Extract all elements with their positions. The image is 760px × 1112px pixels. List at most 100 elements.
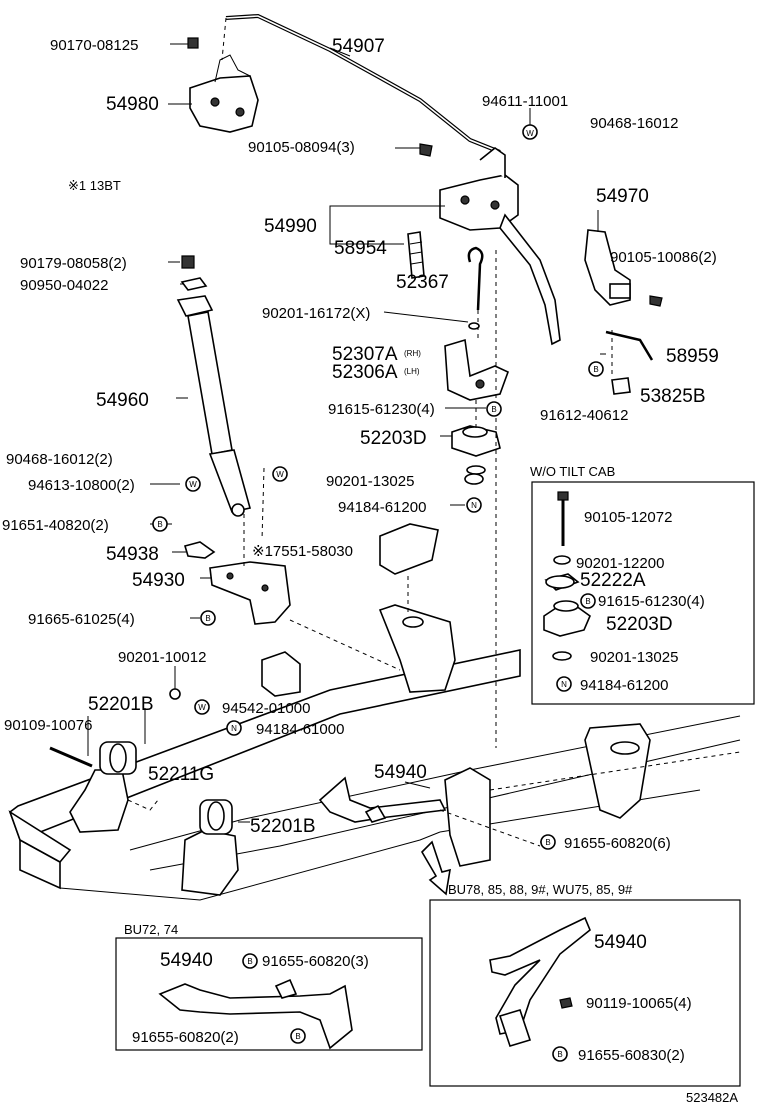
washer-90201a: [468, 322, 480, 330]
bolt-letter-91615: B: [491, 405, 496, 414]
shock-absorber-54960: [176, 295, 251, 517]
bolt-symbol-91651: B: [152, 516, 168, 532]
label-54938: 54938: [106, 544, 159, 565]
bracket-54980: [189, 54, 259, 133]
dashed-guides: [127, 17, 741, 847]
label-52307A: 52307A: [332, 344, 398, 365]
bolt-90109: [49, 746, 93, 768]
plate-90950: [180, 277, 208, 291]
label-54980: 54980: [106, 94, 159, 115]
nut-letter-94184: N: [471, 501, 477, 510]
bracket-54970: [584, 229, 631, 306]
leader-lines: [87, 43, 606, 843]
inset-bu78-title: BU78, 85, 88, 9#, WU75, 85, 9#: [448, 882, 633, 897]
hook-52367: [467, 246, 484, 311]
inset-label-52222A: 52222A: [580, 570, 646, 591]
lock-bracket-54990: [439, 147, 561, 346]
stabilizer-54940: [318, 767, 491, 867]
label-91615a: 91615-61230(4): [328, 401, 435, 418]
inset-wo-tilt-title: W/O TILT CAB: [530, 464, 615, 479]
bolt-symbol-91615: B: [486, 401, 502, 417]
label-94542: 94542-01000: [222, 700, 310, 717]
inset-bu72: BU72, 74 B B 54940 91655-60820(3) 91655-…: [115, 922, 423, 1051]
label-54930: 54930: [132, 570, 185, 591]
label-52211G: 52211G: [148, 764, 214, 785]
bushing-52201B-upper: [99, 741, 137, 775]
label-90109: 90109-10076: [4, 717, 92, 734]
inset-bu72-title: BU72, 74: [124, 922, 178, 937]
bolt-90105b: [649, 295, 663, 307]
label-91651: 91651-40820(2): [2, 517, 109, 534]
label-52306A-sub: (LH): [404, 367, 420, 376]
bracket-52307A: [444, 338, 510, 401]
part-labels: 90170-08125 54907 54980 94611-11001 9046…: [2, 36, 719, 852]
bolt-letter-91665: B: [205, 614, 210, 623]
label-54907: 54907: [332, 36, 385, 57]
bu78-label-54940: 54940: [594, 932, 647, 953]
label-52201Ba: 52201B: [88, 694, 154, 715]
label-54970: 54970: [596, 186, 649, 207]
label-note1: ※1 13BT: [68, 178, 121, 193]
bracket-54930: [209, 561, 291, 625]
label-94611: 94611-11001: [482, 93, 568, 110]
diagram-id: 523482A: [686, 1090, 738, 1105]
bu72-label-91655a: 91655-60820(3): [262, 953, 369, 970]
washer-90201c: [169, 688, 181, 700]
bu72-bolt-letter-a: B: [247, 957, 252, 966]
link-58959: [605, 330, 654, 395]
washer-symbol-right: W: [272, 466, 288, 482]
bu72-bolt-letter-b: B: [295, 1032, 300, 1041]
label-94613: 94613-10800(2): [28, 477, 135, 494]
chassis-frame: [8, 604, 741, 901]
label-54990: 54990: [264, 216, 317, 237]
bu78-label-90119: 90119-10065(4): [586, 995, 692, 1012]
shield-17551: [379, 523, 439, 575]
label-90170: 90170-08125: [50, 37, 138, 54]
washer-letter: W: [526, 129, 534, 138]
washer-letter-right: W: [276, 470, 284, 479]
bolt-symbol-91655a: B: [540, 834, 556, 850]
washer-symbol-94611: W: [522, 124, 538, 140]
washer-90201b: [464, 473, 484, 485]
label-90201a: 90201-16172(X): [262, 305, 370, 322]
label-90950: 90950-04022: [20, 277, 108, 294]
bu72-label-91655b: 91655-60820(2): [132, 1029, 239, 1046]
label-90468b: 90468-16012(2): [6, 451, 113, 468]
bolt-symbol-91665: B: [200, 610, 216, 626]
label-90105b: 90105-10086(2): [610, 249, 717, 266]
label-90468a: 90468-16012: [590, 115, 678, 132]
nut-90170: [187, 37, 199, 49]
bushing-52201B-lower: [199, 799, 233, 835]
label-94184b: 94184-61000: [256, 721, 344, 738]
label-90105a: 90105-08094(3): [248, 139, 355, 156]
label-94184a: 94184-61200: [338, 499, 426, 516]
bolt-symbol-91612: B: [588, 361, 604, 377]
inset-nut-letter: N: [561, 680, 567, 689]
mount-52203D: [451, 425, 501, 475]
label-90201b: 90201-13025: [326, 473, 414, 490]
hardware-symbols: W B B N W W B: [152, 37, 663, 850]
bracket-54938: [183, 541, 216, 559]
washer-letter-94542: W: [198, 703, 206, 712]
bolt-letter-91651: B: [157, 520, 162, 529]
nut-symbol-94184b: N: [226, 720, 242, 736]
inset-label-90105: 90105-12072: [584, 509, 672, 526]
inset-bolt-letter: B: [585, 597, 590, 606]
inset-label-91615: 91615-61230(4): [598, 593, 705, 610]
label-53825B: 53825B: [640, 386, 706, 407]
label-90179: 90179-08058(2): [20, 255, 127, 272]
bu78-label-91655: 91655-60830(2): [578, 1047, 685, 1064]
bolt-letter-91655a: B: [545, 838, 550, 847]
washer-letter-94613: W: [189, 480, 197, 489]
inset-label-94184: 94184-61200: [580, 677, 668, 694]
nut-symbol-94184: N: [466, 497, 482, 513]
label-52306A: 52306A: [332, 362, 398, 383]
label-17551: ※17551-58030: [252, 543, 353, 560]
inset-label-90201a: 90201-12200: [576, 555, 664, 572]
torsion-bar-54907: [225, 13, 501, 154]
direction-arrow: [420, 840, 451, 896]
label-90201c: 90201-10012: [118, 649, 206, 666]
label-91665: 91665-61025(4): [28, 611, 135, 628]
label-52367: 52367: [396, 272, 449, 293]
